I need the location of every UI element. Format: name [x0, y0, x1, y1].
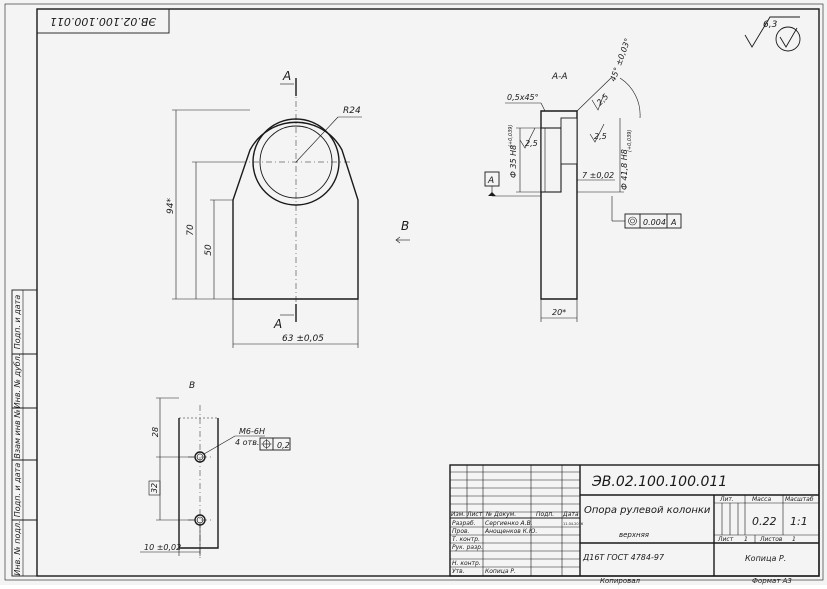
row-role-2: Т. контр.	[452, 536, 480, 543]
section-marker-top: А	[282, 69, 291, 83]
section-title: А-А	[551, 72, 568, 82]
row-role-1: Пров.	[452, 528, 470, 535]
depth-dim: 7 ±0,02	[582, 171, 614, 180]
strip-field-4: Инв. № подл.	[13, 520, 22, 575]
title-block: Изм. Лист № Докум. Подп. Дата Разраб. Се…	[449, 464, 820, 577]
position-tol: 0,2	[277, 441, 290, 450]
section-view: А-А Ф 35 H8 (+0,039) Ф 41,8 H8 (+0,039) …	[484, 37, 682, 322]
chamfer-label: 0,5х45°	[507, 93, 539, 102]
row-name-5: Копица Р.	[485, 568, 516, 575]
mass-label: Масса	[752, 496, 771, 503]
roughness-c: 2,5	[595, 92, 610, 107]
view-arrow-label: В	[401, 219, 409, 233]
dim-width: 63 ±0,05	[282, 334, 324, 344]
header-change: Изм.	[451, 511, 465, 518]
tolerance-value: 0.004	[643, 218, 666, 227]
strip-field-2: Взам инв №	[13, 409, 22, 458]
roughness-symbol: 6,3	[744, 16, 801, 52]
dim-28: 28	[151, 427, 160, 437]
copied-label: Копировал	[600, 577, 641, 585]
front-view: А А R24 94* 70 50 63 ±0,05 В	[166, 69, 410, 348]
row-role-0: Разраб.	[452, 520, 476, 527]
tolerance-frame: 0.004 А	[611, 196, 682, 229]
dim-height-50: 50	[204, 244, 214, 256]
section-marker-bottom: А	[273, 317, 282, 331]
tolerance-datum: А	[670, 218, 676, 227]
outer-dim: Ф 41,8 H8	[620, 149, 629, 190]
row-name-0: Сергиенко А.В.	[485, 520, 533, 527]
row-role-3: Рук. разр.	[452, 544, 483, 551]
sheet-value: 1	[744, 536, 748, 543]
roughness-value: 6,3	[763, 20, 778, 30]
view-b: В 28 32 10 ±0,02 М6-6Н 4 отв. 0,2	[140, 381, 291, 560]
part-name: Опора рулевой колонки	[584, 505, 711, 516]
header-date: Дата	[562, 511, 579, 518]
sheets-value: 1	[792, 536, 796, 543]
strip-field-1: Инв. № дубл.	[13, 354, 22, 409]
row-role-5: Утв.	[452, 568, 465, 575]
sheets-label: Листов	[759, 536, 783, 543]
dim-height-total: 94*	[166, 198, 176, 214]
part-subtitle: верхняя	[619, 531, 649, 539]
code-stamp: ЭВ.02.100.100.011	[36, 8, 170, 34]
radius-label: R24	[343, 106, 361, 116]
outer-tol: (+0,039)	[627, 130, 633, 152]
lit-label: Лит.	[719, 496, 734, 503]
header-doc: № Докум.	[485, 511, 516, 518]
strip-field-3: Подп. и дата	[13, 463, 22, 518]
roughness-a: 2,5	[525, 139, 538, 148]
thread-label: М6-6Н	[239, 427, 265, 436]
sheet-label: Лист	[717, 536, 734, 543]
dim-32: 32	[150, 483, 159, 493]
row-name-1: Анощенков К.Ю.	[484, 528, 537, 535]
designation: ЭВ.02.100.100.011	[591, 474, 727, 490]
width-dim: 20*	[552, 308, 566, 317]
angle-label: 45° ±0,03°	[608, 37, 632, 83]
row-role-4: Н. контр.	[452, 560, 481, 567]
code-stamp-text: ЭВ.02.100.100.011	[50, 15, 157, 28]
bore-dim: Ф 35 H8	[509, 145, 518, 178]
datum-label: А	[487, 176, 494, 186]
holes-label: 4 отв.	[235, 438, 259, 447]
dim-height-70: 70	[186, 224, 196, 236]
bore-tol: (+0,039)	[508, 125, 514, 147]
header-sheet: Лист	[466, 511, 483, 518]
format-label: Формат А3	[752, 577, 792, 585]
scale-value: 1:1	[790, 515, 808, 528]
header-sign: Подп.	[536, 511, 554, 518]
row-date-0: 11.04.2016	[563, 522, 583, 526]
organization: Копица Р.	[745, 554, 786, 563]
mass-value: 0.22	[752, 515, 777, 528]
material: Д16Т ГОСТ 4784-97	[582, 553, 665, 562]
dim-10: 10 ±0,02	[144, 543, 181, 552]
scale-label: Масштаб	[785, 496, 814, 503]
roughness-b: 2,5	[594, 132, 607, 141]
left-strip: Подп. и дата Инв. № дубл. Взам инв № Под…	[11, 289, 38, 577]
strip-field-0: Подп. и дата	[13, 295, 22, 350]
view-b-title: В	[189, 381, 195, 391]
sheet-outer-border	[4, 3, 824, 581]
